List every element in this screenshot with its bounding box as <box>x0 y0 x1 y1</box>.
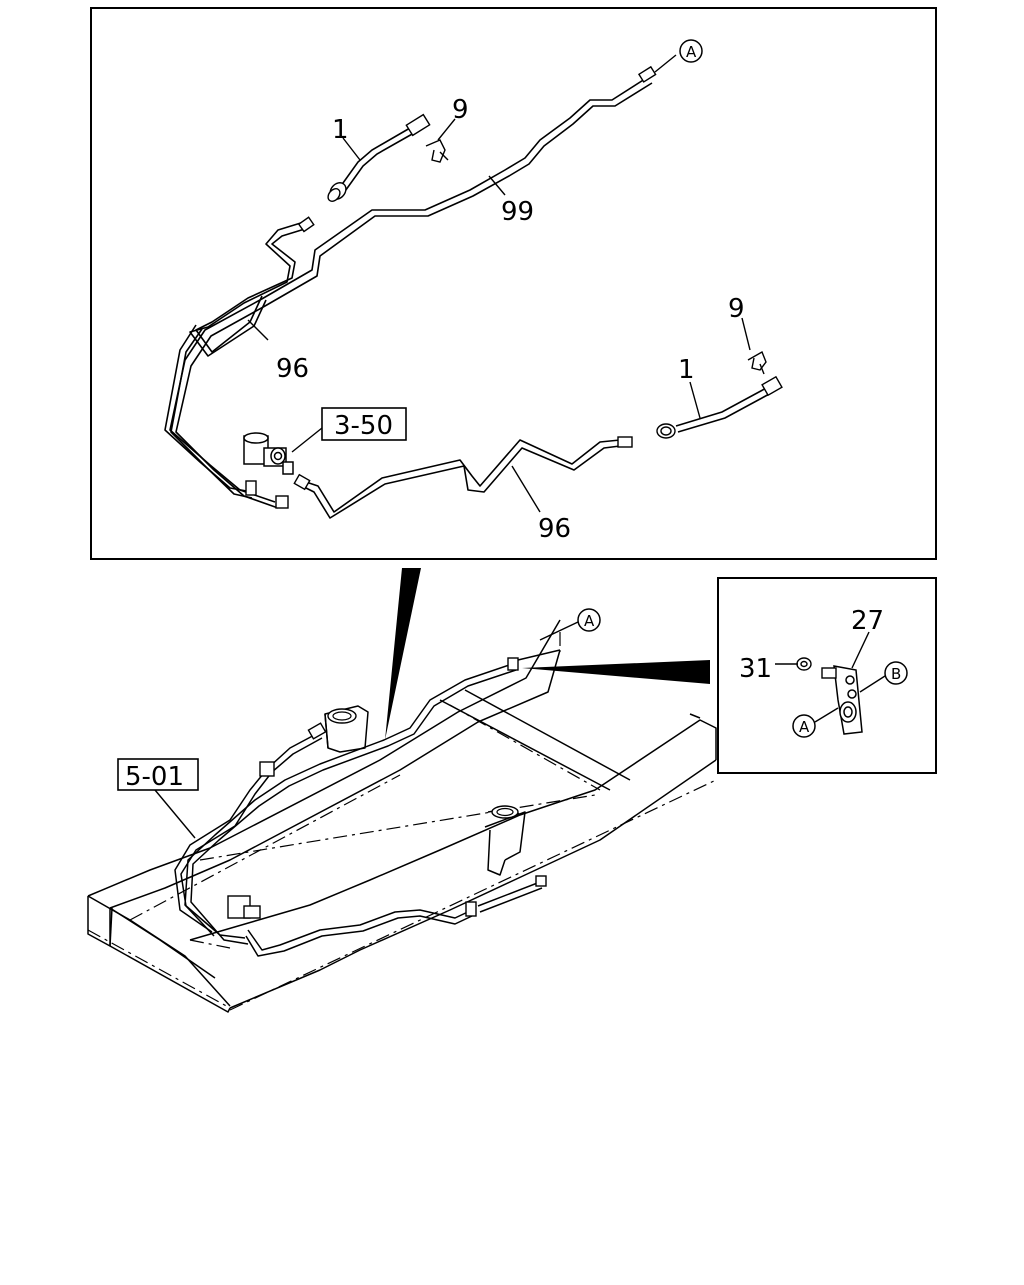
callout-a-frame-circle <box>577 608 601 632</box>
cross-mount-hole <box>491 805 519 819</box>
top-leaders <box>247 54 751 513</box>
brake-hose-right-ends <box>656 375 783 439</box>
label-callout-b-detail: B <box>891 665 901 683</box>
label-pipe-96-bottom: 96 <box>538 514 571 544</box>
label-ref-5-01: 5-01 <box>125 762 184 792</box>
brake-hose-left <box>337 127 415 195</box>
leader-5-01 <box>154 789 196 839</box>
clip-9-right <box>747 350 767 375</box>
cross-mount-hole-inner <box>496 807 514 817</box>
rear-mount-hole-inner <box>332 711 352 721</box>
ref-box-5-01 <box>117 758 199 791</box>
frame-components <box>227 657 547 919</box>
brake-pipe-96-bottom <box>299 439 621 519</box>
pointer-wedge-detail <box>522 660 710 684</box>
label-pipe-96-left: 96 <box>276 354 309 384</box>
pipe-96-bottom-fittings <box>293 436 633 491</box>
label-nut-31: 31 <box>739 654 772 684</box>
bracket-bolt <box>821 667 837 679</box>
label-callout-a-top: A <box>686 43 697 61</box>
callout-a-top-circle <box>679 39 703 63</box>
frame-brake-pipes <box>174 663 543 957</box>
proportioning-valve <box>243 432 294 475</box>
nut-31 <box>796 657 812 671</box>
pipe-99-fitting-top <box>275 65 657 509</box>
label-callout-a-frame: A <box>584 612 595 630</box>
ref-box-3-50 <box>321 407 407 441</box>
label-hose-1-right: 1 <box>678 355 695 385</box>
label-ref-3-50: 3-50 <box>334 411 393 441</box>
label-pipe-99: 99 <box>501 197 534 227</box>
chassis-frame <box>87 619 717 1013</box>
bracket-detail-frame <box>717 577 937 774</box>
label-bracket-27: 27 <box>851 606 884 636</box>
brake-hose-left-ends <box>327 113 431 202</box>
callout-b-detail-circle <box>884 661 908 685</box>
leader-a-frame <box>539 621 579 641</box>
pipe-96-left-fittings <box>245 216 315 496</box>
label-clip-9-right: 9 <box>728 294 745 324</box>
bracket-27 <box>833 665 863 735</box>
callout-a-detail-circle <box>792 714 816 738</box>
label-hose-1-top: 1 <box>332 115 349 145</box>
label-callout-a-detail: A <box>799 718 810 736</box>
label-clip-9-top: 9 <box>452 95 469 125</box>
top-detail-frame <box>90 7 937 560</box>
detail-leaders <box>775 631 886 723</box>
pointer-wedge-top <box>385 568 421 740</box>
rear-mount-hole <box>327 708 357 724</box>
clip-9-top <box>425 139 449 163</box>
brake-pipe-99 <box>169 76 653 509</box>
brake-pipe-96-left <box>164 221 309 499</box>
brake-hose-right <box>675 385 774 433</box>
chassis-hidden-lines <box>87 632 717 1011</box>
